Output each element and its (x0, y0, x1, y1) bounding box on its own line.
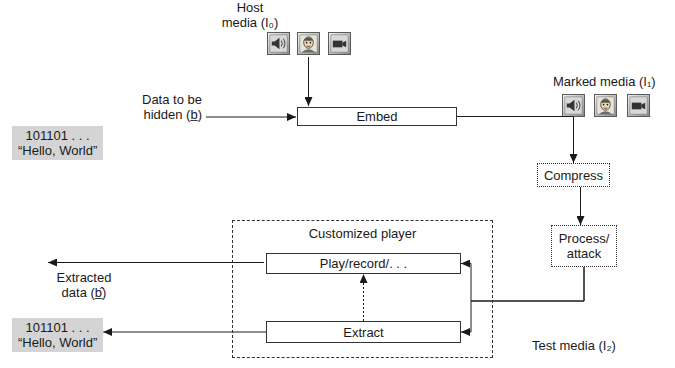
media-label: Host media (I₀) (219, 0, 281, 30)
node-text: “Hello, World” (18, 335, 97, 350)
flow-arrow (103, 332, 266, 333)
audio-icon (267, 32, 289, 54)
video-icon (328, 32, 350, 54)
node-text: Compress (544, 168, 603, 183)
audio-icon (562, 94, 584, 116)
flow-arrow (580, 187, 581, 225)
group-box: Customized playerPlay/record/. . . Extrac… (232, 220, 493, 358)
group-title: Customized player (233, 226, 492, 241)
node-text: Process/ attack (555, 231, 613, 261)
data-label: Data to be hidden (b̲) (122, 92, 202, 122)
process-box: Compress (537, 163, 610, 187)
process-box: Embed (297, 107, 457, 126)
process-box: Process/ attack (551, 225, 617, 267)
image-icon (594, 94, 616, 116)
node-text: 101101 . . . (26, 128, 90, 143)
flow-arrow (457, 117, 574, 164)
data-box: 101101 . . .“Hello, World” (12, 318, 103, 352)
node-text: Extract (343, 325, 383, 340)
media-label: Marked media (I₁) (553, 74, 671, 89)
flow-arrow (461, 264, 584, 302)
host-arrow (308, 57, 309, 106)
data-label: Extracted data (b̲̂) (52, 270, 116, 300)
node-text: Play/record/. . . (320, 256, 407, 271)
node-text: “Hello, World” (18, 143, 97, 158)
data-box: 101101 . . .“Hello, World” (12, 126, 103, 160)
flow-arrow (363, 274, 364, 321)
video-icon (627, 94, 649, 116)
flow-arrow (461, 267, 584, 332)
node-text: Embed (356, 109, 397, 124)
node-text: 101101 . . . (26, 320, 90, 335)
process-box: Play/record/. . . (266, 253, 461, 274)
image-icon (297, 32, 319, 54)
process-box: Extract (266, 321, 461, 343)
data-arrow (206, 117, 296, 118)
media-label: Test media (I₂) (532, 338, 642, 353)
